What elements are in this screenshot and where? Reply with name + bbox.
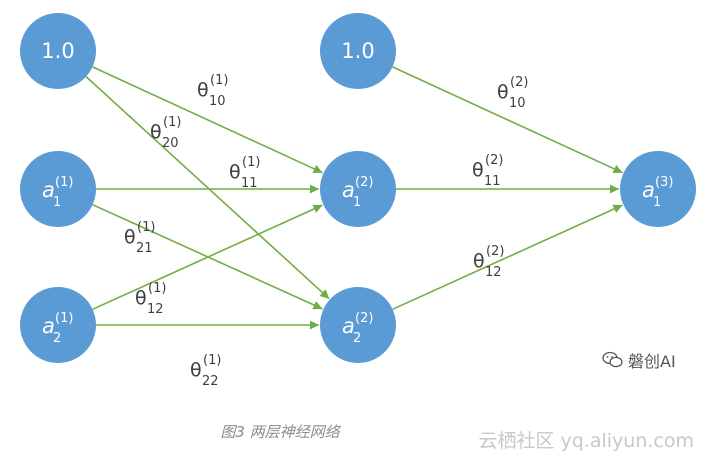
node-bias1: 1.0	[20, 13, 96, 89]
edges	[85, 66, 623, 330]
weight-subscript: 20	[162, 136, 179, 151]
node-label: a	[342, 314, 355, 338]
node-subscript: 1	[53, 195, 61, 210]
weight-theta: θ	[150, 121, 162, 143]
brand-text: 磐创AI	[628, 352, 676, 371]
figure-caption: 图3 两层神经网络	[220, 423, 340, 441]
node-a1_1: a(1) 1	[20, 151, 96, 227]
arrowhead-a2_2-a1_3	[612, 204, 623, 213]
node-label: a	[42, 178, 55, 202]
weight-superscript: (1)	[242, 155, 260, 170]
weight-subscript: 12	[147, 302, 164, 317]
node-subscript: 1	[353, 195, 361, 210]
weight-label: θ(1) 22	[190, 353, 221, 389]
weight-label: θ(2) 12	[473, 244, 504, 280]
node-circle	[320, 151, 396, 227]
node-circle	[620, 151, 696, 227]
node-label: 1.0	[341, 39, 374, 63]
edge-bias1-a1_2	[92, 66, 323, 174]
arrowhead-bias1-a2_2	[319, 289, 330, 299]
weight-superscript: (2)	[510, 75, 528, 90]
weight-subscript: 10	[509, 96, 526, 111]
arrowhead-a1_1-a1_2	[310, 184, 319, 194]
weight-theta: θ	[190, 359, 202, 381]
brand-label: 磐创AI	[602, 348, 676, 372]
watermark-text: 云栖社区 yq.aliyun.com	[478, 430, 694, 452]
node-circle	[20, 13, 96, 89]
weight-label: θ(1) 20	[150, 115, 181, 151]
weight-superscript: (2)	[486, 244, 504, 259]
weight-subscript: 22	[202, 374, 219, 389]
weight-label: θ(2) 10	[497, 75, 528, 111]
weight-superscript: (1)	[148, 281, 166, 296]
node-a2_2: a(2) 2	[320, 287, 396, 363]
node-superscript: (1)	[55, 311, 73, 326]
weight-superscript: (1)	[210, 73, 228, 88]
weight-label: θ(1) 10	[197, 73, 228, 109]
arrowhead-bias1-a1_2	[312, 164, 323, 174]
weight-theta: θ	[229, 161, 241, 183]
node-superscript: (3)	[655, 175, 673, 190]
weight-superscript: (1)	[203, 353, 221, 368]
node-subscript: 1	[653, 195, 661, 210]
node-a1_2: a(2) 1	[320, 151, 396, 227]
node-label: 1.0	[41, 39, 74, 63]
weight-theta: θ	[135, 287, 147, 309]
node-superscript: (1)	[55, 175, 73, 190]
weight-superscript: (2)	[485, 153, 503, 168]
node-circle	[320, 13, 396, 89]
weight-superscript: (1)	[163, 115, 181, 130]
arrowhead-a2_1-a2_2	[310, 320, 319, 330]
weight-subscript: 11	[484, 174, 501, 189]
node-circle	[20, 287, 96, 363]
arrowhead-a2_1-a1_2	[312, 204, 323, 213]
weight-subscript: 12	[485, 265, 502, 280]
node-label: a	[42, 314, 55, 338]
weight-label: θ(1) 12	[135, 281, 166, 317]
node-superscript: (2)	[355, 175, 373, 190]
node-label: a	[642, 178, 655, 202]
edge-bias2-a1_3	[392, 66, 623, 174]
edge-a2_2-a1_3	[392, 204, 623, 311]
node-bias2: 1.0	[320, 13, 396, 89]
weight-superscript: (1)	[137, 220, 155, 235]
node-label: a	[342, 178, 355, 202]
wechat-icon	[602, 351, 623, 368]
weight-theta: θ	[472, 159, 484, 181]
weight-label: θ(1) 11	[229, 155, 260, 191]
weight-theta: θ	[497, 81, 509, 103]
weight-label: θ(2) 11	[472, 153, 503, 189]
node-subscript: 2	[53, 331, 61, 346]
node-a1_3: a(3) 1	[620, 151, 696, 227]
node-a2_1: a(1) 2	[20, 287, 96, 363]
arrowhead-a1_1-a2_2	[312, 301, 323, 310]
node-superscript: (2)	[355, 311, 373, 326]
arrowhead-a1_2-a1_3	[610, 184, 619, 194]
weight-subscript: 10	[209, 94, 226, 109]
node-circle	[320, 287, 396, 363]
node-circle	[20, 151, 96, 227]
weight-subscript: 21	[136, 241, 153, 256]
edge-bias1-a2_2	[85, 76, 330, 300]
weight-theta: θ	[473, 250, 485, 272]
weight-subscript: 11	[241, 176, 258, 191]
weight-theta: θ	[124, 226, 136, 248]
edge-a2_1-a1_2	[92, 204, 323, 311]
node-subscript: 2	[353, 331, 361, 346]
arrowhead-bias2-a1_3	[612, 164, 623, 174]
weight-theta: θ	[197, 79, 209, 101]
weight-label: θ(1) 21	[124, 220, 155, 256]
